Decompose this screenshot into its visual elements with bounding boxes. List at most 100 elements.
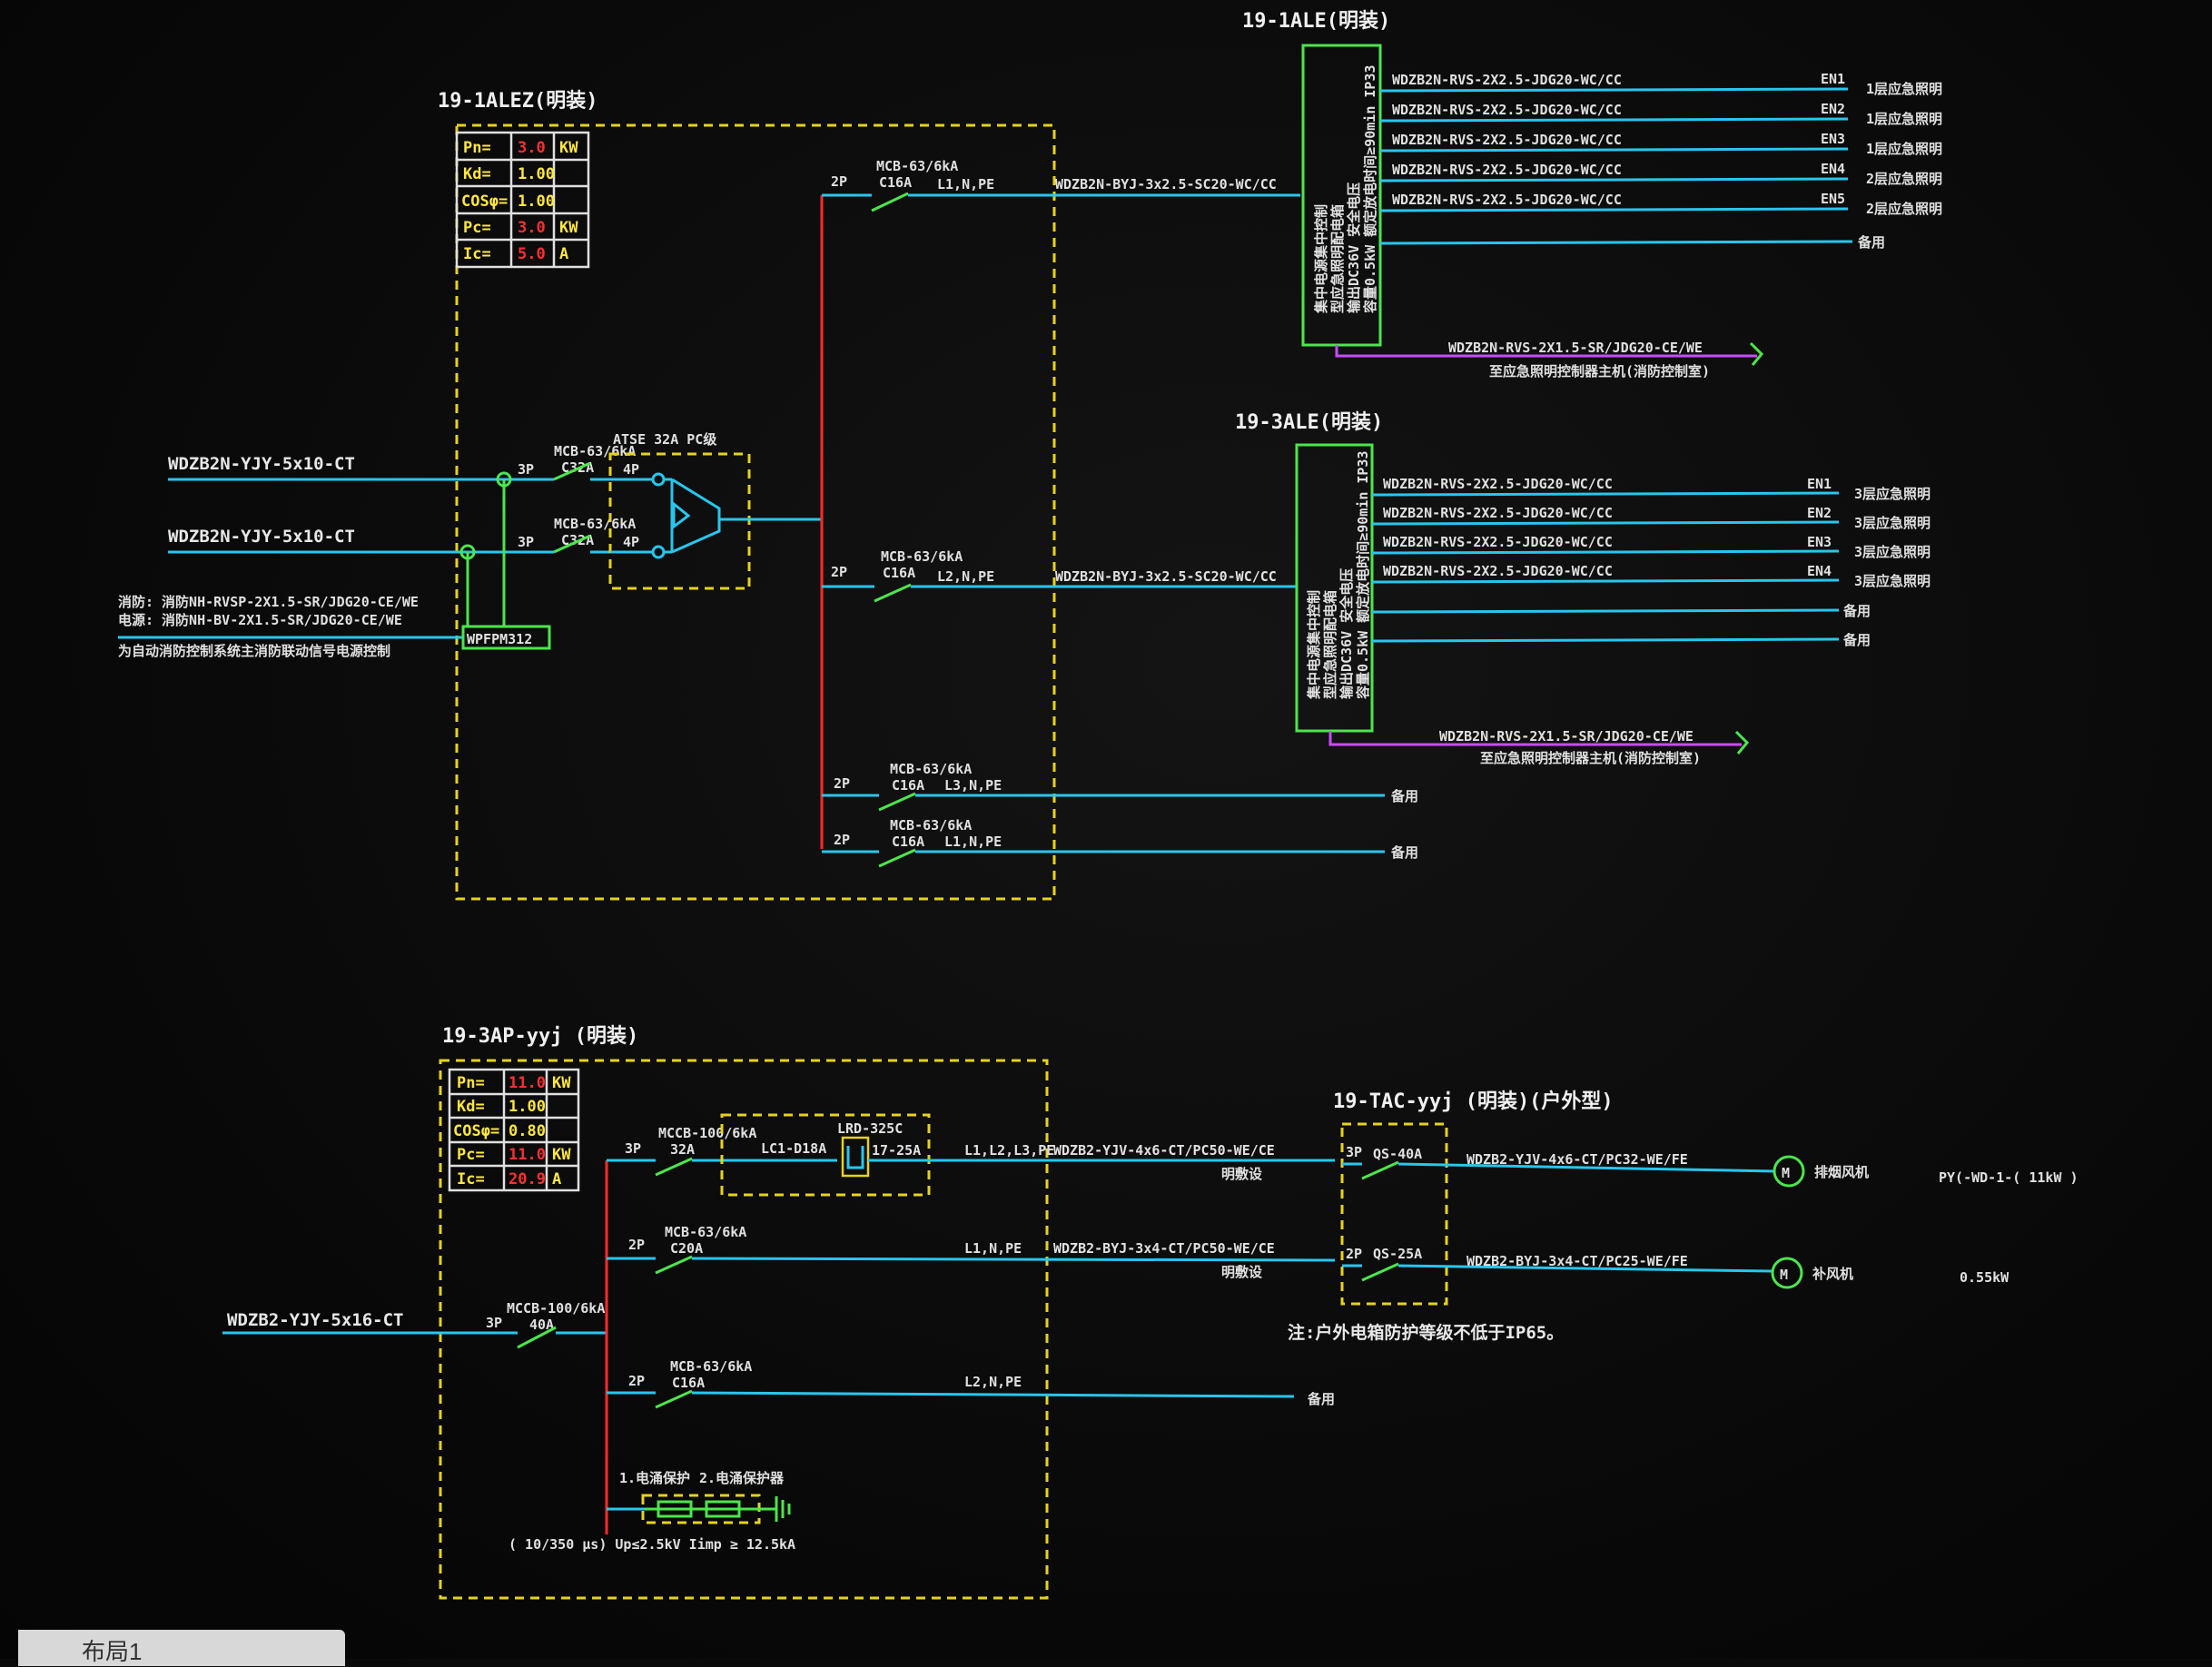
panel1-monitor-module: [461, 625, 551, 650]
ap-incoming-cable: WDZB2-YJY-5x16-CT: [227, 1310, 403, 1330]
ale3-box: [1295, 443, 1374, 733]
svg-text:明敷设: 明敷设: [1221, 1264, 1262, 1280]
svg-text:11.0: 11.0: [509, 1146, 546, 1164]
svg-text:L1,N,PE: L1,N,PE: [944, 834, 1002, 850]
svg-text:EN3: EN3: [1807, 534, 1832, 550]
svg-text:L2,N,PE: L2,N,PE: [964, 1374, 1022, 1390]
ale1-box: [1301, 44, 1382, 347]
ale3-feeder-1: WDZB2N-RVS-2X2.5-JDG20-WC/CC EN1 3层应急照明: [1371, 476, 1931, 502]
ale3-title: 19-3ALE(明装): [1235, 411, 1383, 434]
svg-text:0.80: 0.80: [509, 1122, 546, 1140]
ap-param-table: Pn= 11.0 KW Kd= 1.00 COSφ= 0.80 Pc= 11.0…: [448, 1068, 580, 1192]
ale1-feeder-3: WDZB2N-RVS-2X2.5-JDG20-WC/CC EN3 1层应急照明: [1379, 131, 1942, 157]
ale1-feeder-5: WDZB2N-RVS-2X2.5-JDG20-WC/CC EN5 2层应急照明: [1379, 191, 1942, 217]
motor-1-icon: [1773, 1155, 1805, 1188]
panel1-input-breaker-2: 3P MCB-63/6kA C32A: [518, 516, 636, 554]
svg-text:3.0: 3.0: [518, 139, 546, 157]
ale1-spare: 备用: [1857, 234, 1885, 251]
ale3-feeder-4: WDZB2N-RVS-2X2.5-JDG20-WC/CC EN4 3层应急照明: [1371, 563, 1931, 589]
svg-text:MCB-63/6kA: MCB-63/6kA: [665, 1224, 746, 1240]
ap-branch-2: 2P MCB-63/6kA C20A L1,N,PE WDZB2-BYJ-3x4…: [607, 1224, 1336, 1280]
svg-text:3P: 3P: [625, 1140, 641, 1157]
svg-text:LC1-D18A: LC1-D18A: [761, 1140, 826, 1157]
svg-text:备用: 备用: [1390, 844, 1418, 861]
svg-text:Kd=: Kd=: [457, 1098, 485, 1116]
svg-text:输出DC36V 安全电压: 输出DC36V 安全电压: [1346, 182, 1362, 313]
panel1-atse-box: [608, 452, 751, 590]
svg-text:C16A: C16A: [879, 174, 912, 191]
layout-tab[interactable]: 布局1: [18, 1630, 345, 1666]
svg-text:2P: 2P: [628, 1237, 645, 1253]
svg-text:容量0.5kW 额定放电时间≥90min IP33: 容量0.5kW 额定放电时间≥90min IP33: [1355, 450, 1371, 700]
svg-text:MCCB-100/6kA: MCCB-100/6kA: [658, 1125, 756, 1141]
svg-text:L1,L2,L3,PE: L1,L2,L3,PE: [964, 1142, 1054, 1159]
svg-text:KW: KW: [559, 139, 578, 157]
panel1-param-table: Pn= 3.0 KW Kd= 1.00 COSφ= 1.00 Pc= 3.0 K…: [455, 131, 590, 269]
svg-text:4P: 4P: [623, 461, 639, 478]
panel1-branch-1: 2P MCB-63/6kA C16A L1,N,PE WDZB2N-BYJ-3x…: [822, 158, 1300, 212]
ap-branch-3: 2P MCB-63/6kA C16A L2,N,PE 备用: [607, 1358, 1335, 1409]
motor-2-icon: [1771, 1257, 1803, 1289]
svg-text:WDZB2N-RVS-2X2.5-JDG20-WC/CC: WDZB2N-RVS-2X2.5-JDG20-WC/CC: [1383, 534, 1613, 550]
svg-text:C16A: C16A: [892, 777, 924, 794]
ale1-title: 19-1ALE(明装): [1242, 10, 1390, 33]
svg-text:KW: KW: [559, 219, 578, 237]
panel1-incoming-cable-1: WDZB2N-YJY-5x10-CT: [168, 454, 355, 474]
ap-surge-protector: 1.电涌保护 2.电涌保护器 ( 10/350 μs) Up≤2.5kV Iim…: [509, 1470, 795, 1553]
svg-text:WDZB2N-RVS-2X1.5-SR/JDG20-CE/W: WDZB2N-RVS-2X1.5-SR/JDG20-CE/WE: [1448, 340, 1703, 356]
svg-text:至应急照明控制器主机(消防控制室): 至应急照明控制器主机(消防控制室): [1489, 363, 1710, 380]
svg-text:集中电源集中控制: 集中电源集中控制: [1313, 204, 1329, 314]
panel1-branch-2: 2P MCB-63/6kA C16A L2,N,PE WDZB2N-BYJ-3x…: [822, 548, 1297, 603]
tac-note: 注:户外电箱防护等级不低于IP65。: [1288, 1322, 1564, 1343]
svg-text:Pc=: Pc=: [457, 1146, 485, 1164]
ap-main-breaker: 3P MCCB-100/6kA 40A: [486, 1300, 607, 1349]
svg-text:WDZB2N-RVS-2X2.5-JDG20-WC/CC: WDZB2N-RVS-2X2.5-JDG20-WC/CC: [1392, 72, 1622, 88]
svg-text:2P: 2P: [831, 564, 847, 580]
ale1-feeder-4: WDZB2N-RVS-2X2.5-JDG20-WC/CC EN4 2层应急照明: [1379, 161, 1942, 187]
svg-text:明敷设: 明敷设: [1221, 1166, 1262, 1182]
panel1-input-breaker-1: 3P MCB-63/6kA C32A: [518, 443, 636, 481]
svg-text:QS-40A: QS-40A: [1373, 1146, 1422, 1162]
panel1-incoming-cable-2: WDZB2N-YJY-5x10-CT: [168, 527, 355, 547]
svg-text:WPFPM312: WPFPM312: [467, 631, 532, 647]
svg-text:3P: 3P: [486, 1315, 502, 1331]
svg-text:WDZB2-BYJ-3x4-CT/PC50-WE/CE: WDZB2-BYJ-3x4-CT/PC50-WE/CE: [1053, 1240, 1275, 1257]
svg-text:MCB-63/6kA: MCB-63/6kA: [890, 761, 972, 777]
ale3-box-text: 集中电源集中控制 型应急照明配电箱 输出DC36V 安全电压 容量0.5kW 额…: [1306, 450, 1371, 700]
svg-text:WDZB2-YJV-4x6-CT/PC32-WE/FE: WDZB2-YJV-4x6-CT/PC32-WE/FE: [1466, 1151, 1688, 1168]
ale1-signal: WDZB2N-RVS-2X1.5-SR/JDG20-CE/WE 至应急照明控制器…: [1335, 340, 1764, 380]
svg-text:COSφ=: COSφ=: [461, 192, 508, 211]
svg-text:WDZB2N-RVS-2X2.5-JDG20-WC/CC: WDZB2N-RVS-2X2.5-JDG20-WC/CC: [1392, 132, 1622, 148]
svg-text:KW: KW: [552, 1146, 571, 1164]
svg-text:MCCB-100/6kA: MCCB-100/6kA: [507, 1300, 605, 1317]
svg-text:输出DC36V 安全电压: 输出DC36V 安全电压: [1338, 568, 1355, 699]
svg-text:A: A: [552, 1170, 561, 1189]
svg-text:Pc=: Pc=: [463, 219, 491, 237]
svg-text:2P: 2P: [1346, 1246, 1362, 1262]
svg-text:WDZB2N-RVS-2X2.5-JDG20-WC/CC: WDZB2N-RVS-2X2.5-JDG20-WC/CC: [1392, 162, 1622, 178]
svg-text:MCB-63/6kA: MCB-63/6kA: [890, 817, 972, 834]
svg-text:MCB-63/6kA: MCB-63/6kA: [876, 158, 958, 174]
svg-text:EN1: EN1: [1821, 71, 1845, 87]
svg-text:C16A: C16A: [892, 834, 924, 850]
svg-text:M: M: [1782, 1165, 1790, 1181]
svg-text:2P: 2P: [834, 775, 850, 792]
panel1-atse-label: ATSE 32A PC级: [613, 431, 717, 448]
svg-text:17-25A: 17-25A: [872, 1142, 921, 1159]
svg-text:2P: 2P: [628, 1373, 645, 1389]
svg-text:WDZB2N-RVS-2X2.5-JDG20-WC/CC: WDZB2N-RVS-2X2.5-JDG20-WC/CC: [1392, 192, 1622, 208]
panel1-branch-4: 2P MCB-63/6kA C16A L1,N,PE 备用: [822, 817, 1418, 868]
svg-text:KW: KW: [552, 1074, 571, 1092]
panel1-branch-3: 2P MCB-63/6kA C16A L3,N,PE 备用: [822, 761, 1418, 812]
svg-text:MCB-63/6kA: MCB-63/6kA: [881, 548, 963, 565]
svg-text:WDZB2N-BYJ-3x2.5-SC20-WC/CC: WDZB2N-BYJ-3x2.5-SC20-WC/CC: [1055, 568, 1277, 585]
ap-branch-1: 3P MCCB-100/6kA 32A LC1-D18A LRD-325C 17…: [607, 1113, 1335, 1197]
svg-text:1层应急照明: 1层应急照明: [1866, 81, 1942, 97]
svg-text:EN4: EN4: [1821, 161, 1845, 177]
svg-text:EN2: EN2: [1821, 101, 1845, 117]
svg-text:至应急照明控制器主机(消防控制室): 至应急照明控制器主机(消防控制室): [1480, 750, 1701, 766]
svg-text:20.9: 20.9: [509, 1170, 546, 1189]
svg-text:C16A: C16A: [672, 1375, 705, 1391]
